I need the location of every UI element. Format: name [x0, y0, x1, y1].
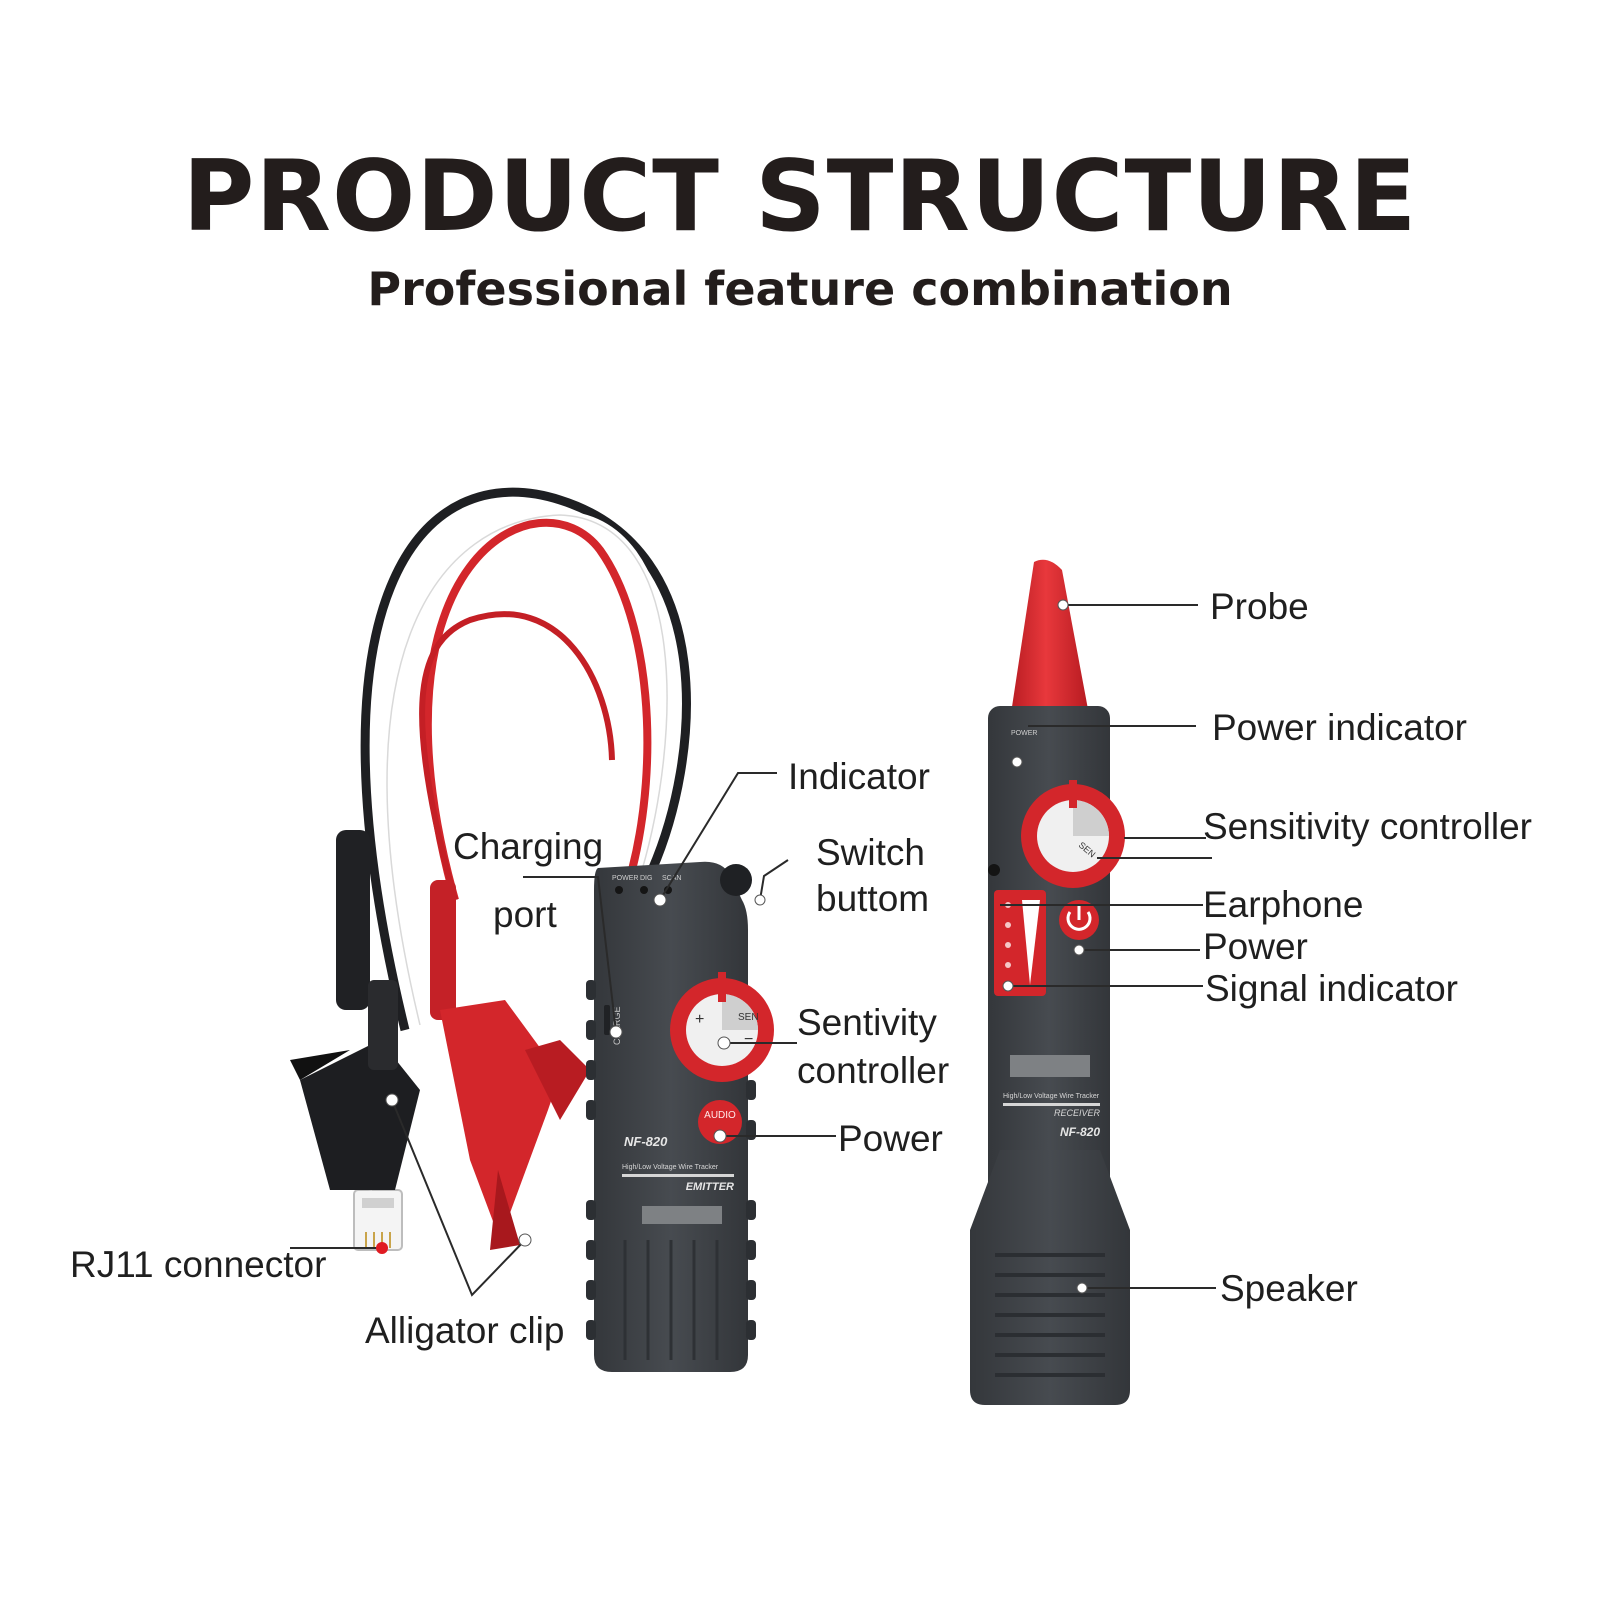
page-subtitle: Professional feature combination: [367, 262, 1233, 316]
receiver-device: POWER SEN High/Low Voltage Wire Tracker …: [970, 559, 1130, 1405]
emitter-name: EMITTER: [686, 1181, 734, 1193]
label-power-indicator: Power indicator: [1212, 707, 1468, 748]
label-probe: Probe: [1210, 586, 1309, 627]
leader-lines: [290, 604, 1216, 1297]
label-emitter-power: Power: [838, 1118, 943, 1159]
label-speaker: Speaker: [1220, 1268, 1358, 1309]
receiver-product-line: High/Low Voltage Wire Tracker: [1003, 1093, 1100, 1100]
label-signal-indicator: Signal indicator: [1205, 968, 1458, 1009]
label-receiver-sensitivity: Sensitivity controller: [1203, 806, 1533, 847]
svg-text:+: +: [695, 1011, 704, 1028]
label-receiver-power: Power: [1203, 926, 1308, 967]
emitter-indicator-scan-text: SCAN: [662, 875, 681, 882]
emitter-product-line: High/Low Voltage Wire Tracker: [622, 1164, 719, 1171]
label-emitter-sensitivity-line2: controller: [797, 1050, 950, 1091]
page-title: PRODUCT STRUCTURE: [182, 140, 1418, 254]
label-alligator-clip: Alligator clip: [365, 1310, 565, 1351]
label-indicator: Indicator: [788, 756, 930, 797]
label-emitter-sensitivity-line1: Sentivity: [797, 1002, 937, 1043]
test-leads: [360, 487, 691, 1032]
label-switch-line2: buttom: [816, 878, 930, 919]
emitter-indicator-power-text: POWER: [612, 875, 638, 882]
receiver-model: NF-820: [1060, 1125, 1100, 1139]
callout-dots: [376, 599, 1088, 1294]
emitter-device: POWER DIG SCAN CHARGE SEN + − AUDIO NF-8…: [586, 861, 774, 1372]
receiver-name: RECEIVER: [1054, 1108, 1101, 1118]
receiver-power-led-text: POWER: [1011, 730, 1037, 737]
black-alligator-clip: [290, 830, 420, 1190]
emitter-knob-text: SEN: [738, 1012, 759, 1023]
emitter-audio-text: AUDIO: [704, 1110, 736, 1121]
red-alligator-clip: [430, 880, 590, 1250]
svg-text:−: −: [744, 1031, 753, 1048]
label-charging-port-line2: port: [493, 894, 557, 935]
label-switch-line1: Switch: [816, 832, 925, 873]
label-charging-port-line1: Charging: [453, 826, 604, 867]
emitter-indicator-dig-text: DIG: [640, 875, 652, 882]
label-rj11-connector: RJ11 connector: [70, 1244, 327, 1285]
emitter-model: NF-820: [624, 1134, 668, 1149]
label-earphone: Earphone: [1203, 884, 1364, 925]
